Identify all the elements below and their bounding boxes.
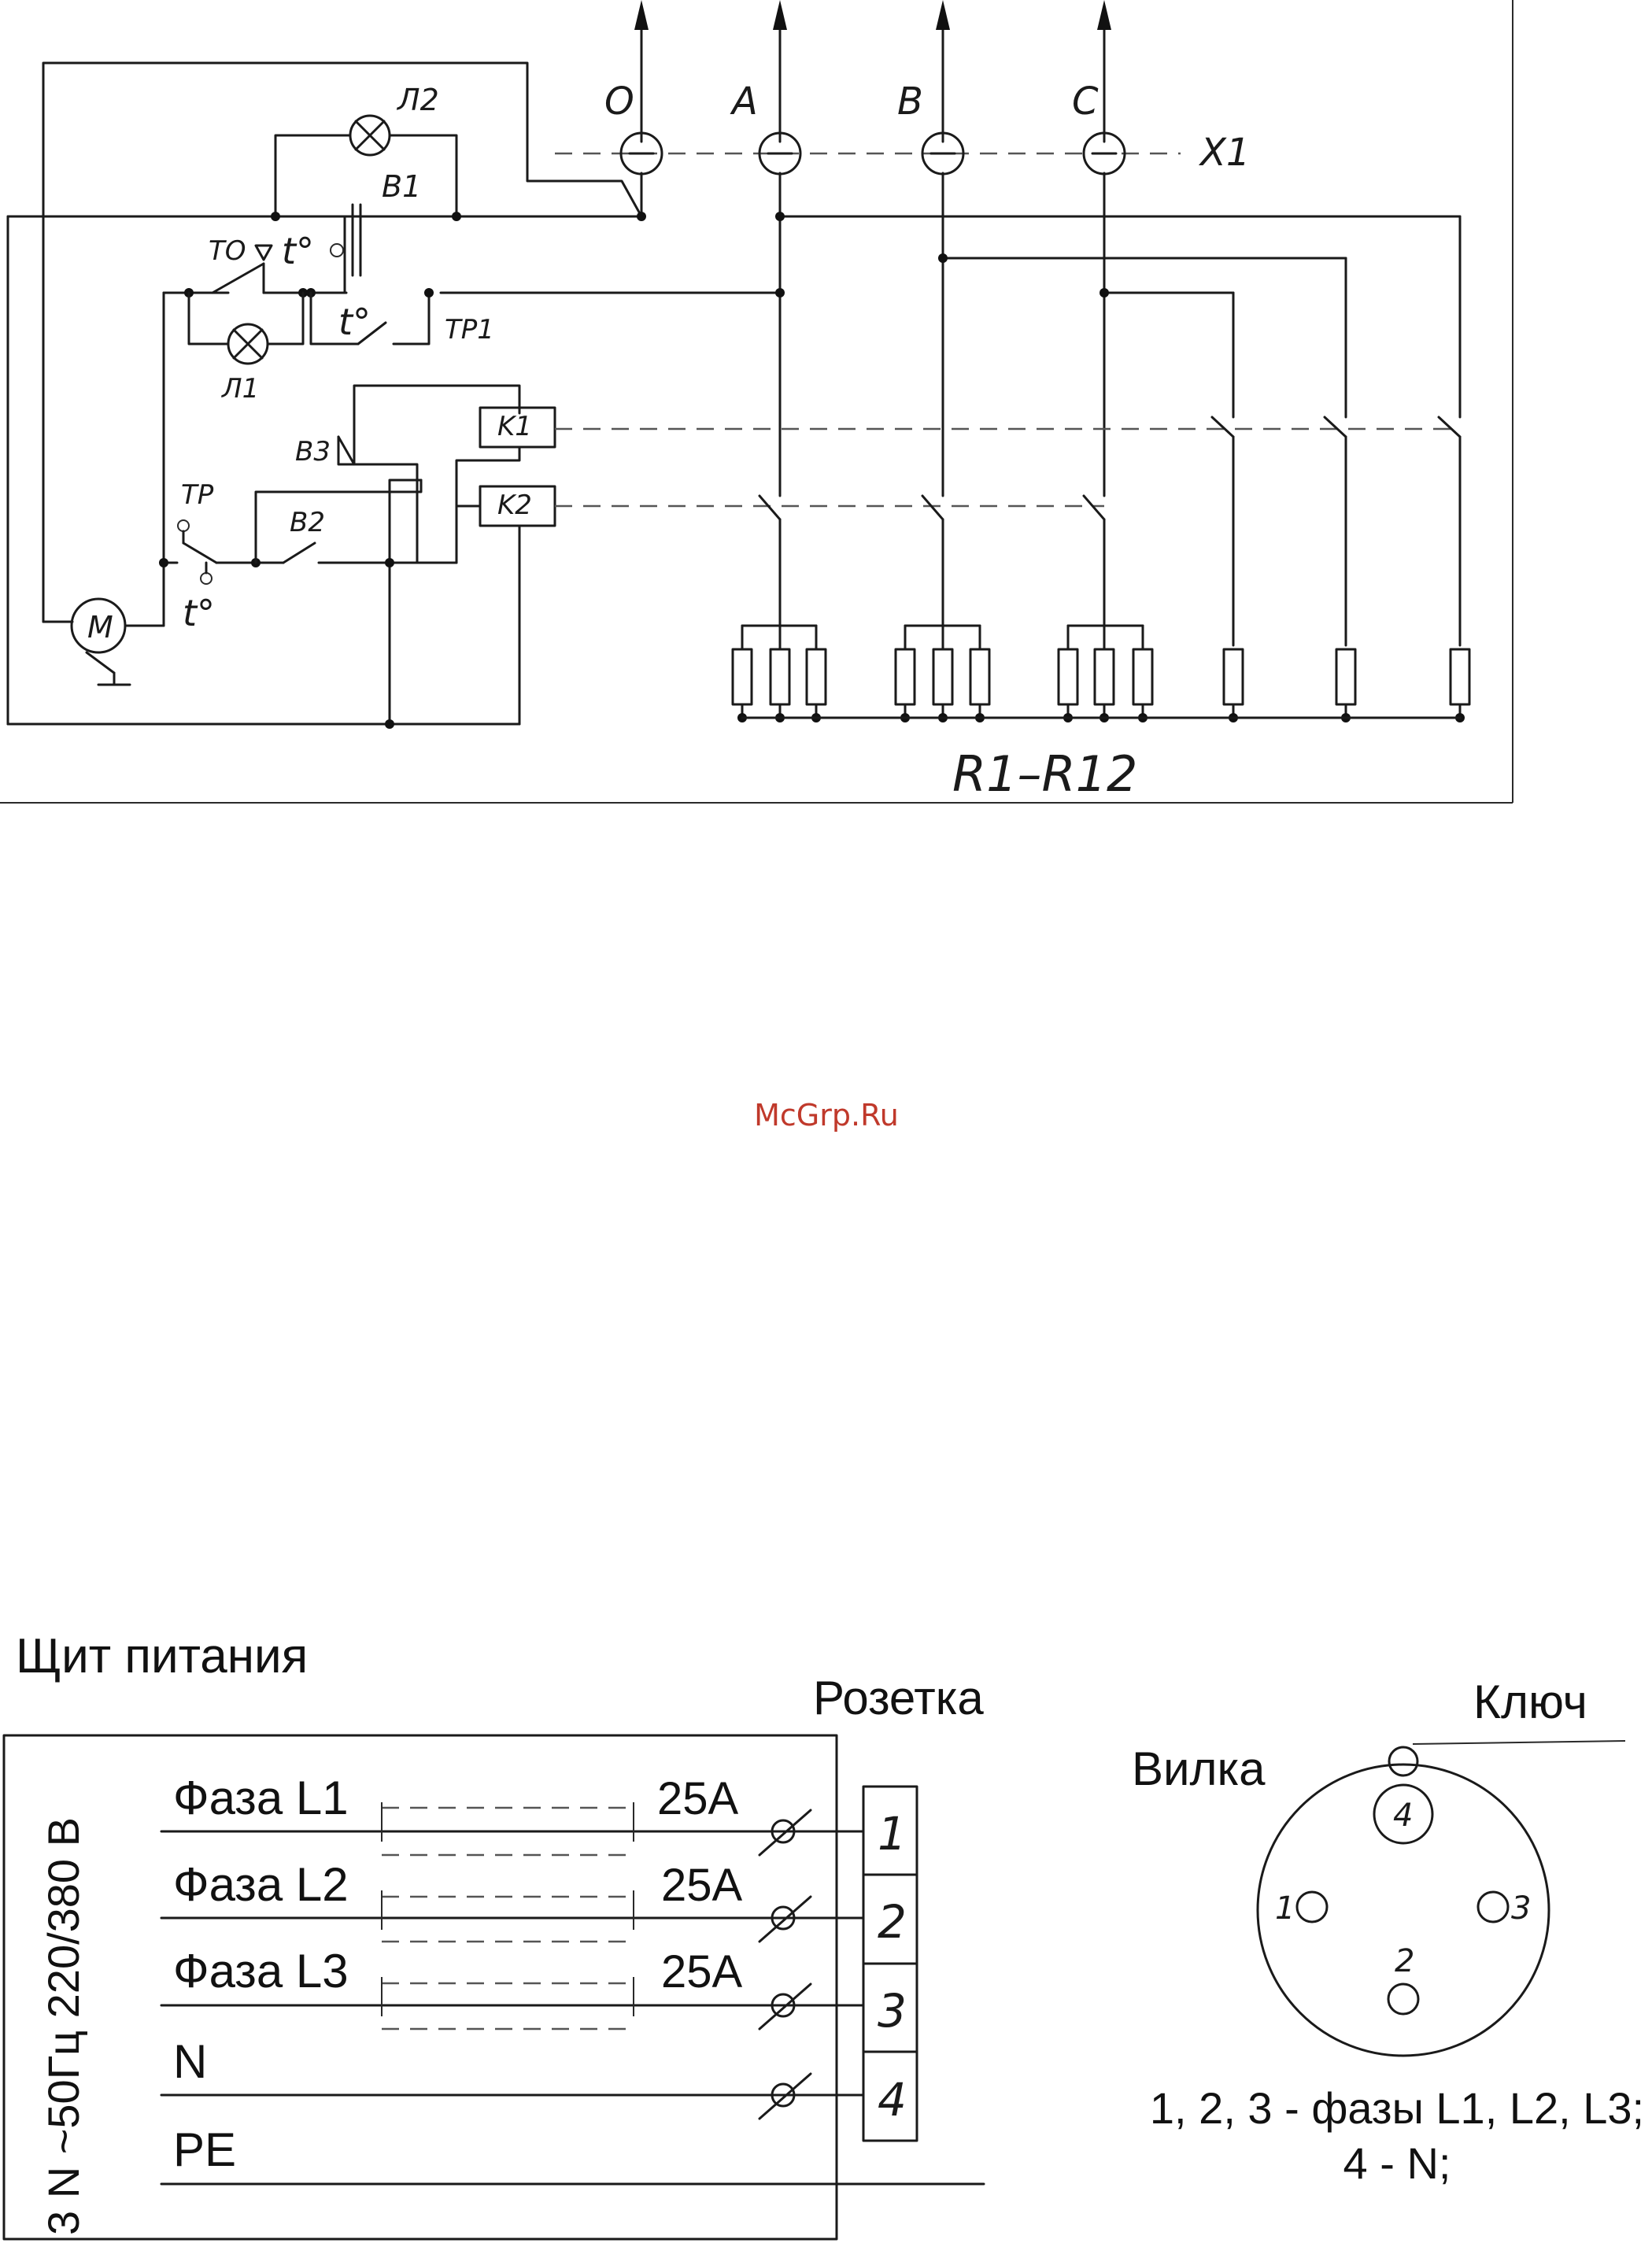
plug-key-leader [1413,1741,1625,1744]
heater-resistor-4 [896,649,915,704]
plug-title: Вилка [1132,1742,1266,1795]
plug-legend-line1: 1, 2, 3 - фазы L1, L2, L3; [1150,2083,1644,2133]
plug-pin-3 [1478,1892,1508,1922]
heater-resistor-3 [807,649,826,704]
socket-pin-3: 3 [878,1984,907,2038]
plug-pin-2 [1388,1984,1418,2014]
supply-wiring-diagram: Щит питания Розетка 3 N ~50Гц 220/380 В … [4,1629,984,2239]
electrical-schematic: X1 O A B C [0,0,1513,803]
heater-resistor-2 [771,649,789,704]
plug-key-label: Ключ [1473,1676,1587,1728]
socket-title: Розетка [813,1672,984,1724]
terminal-a-label: A [730,79,758,124]
heater-resistor-9 [1133,649,1152,704]
thermostat-to-label: TO [209,235,246,267]
line-l2-label: Фаза L2 [173,1858,349,1911]
plug-diagram: Вилка Ключ 4 1 3 2 1, 2, 3 - фазы L1, L2… [1132,1676,1644,2188]
switch-b3 [338,386,519,563]
supply-voltage-label: 3 N ~50Гц 220/380 В [39,1817,88,2235]
heater-resistor-10 [1224,649,1243,704]
line-l3-label: Фаза L3 [173,1945,349,1997]
lamp-l2 [275,116,456,216]
heater-resistor-1 [733,649,752,704]
lamp-l2-label: Л2 [396,83,439,117]
socket-pin-4: 4 [878,2073,907,2127]
plug-pin-4-label: 4 [1393,1798,1413,1834]
thermostat-tp [164,520,283,584]
socket-pin-2: 2 [878,1895,907,1949]
heater-resistor-6 [970,649,989,704]
lamp-l1 [189,293,303,364]
thermostat-tp1-temp: t° [338,301,371,343]
line-pe-label: PE [173,2123,236,2176]
heater-resistor-12 [1451,649,1469,704]
switch-b1 [331,205,360,293]
plug-pin-1-label: 1 [1275,1890,1295,1927]
terminal-c-label: C [1072,79,1099,124]
switch-b2 [256,480,456,563]
switch-b2-label: B2 [290,507,325,538]
thermostat-tp-temp: t° [183,592,215,634]
lamp-l1-label: Л1 [220,373,259,405]
plug-pin-3-label: 3 [1511,1890,1531,1927]
heater-bank [733,622,1469,722]
motor-label: M [87,610,113,645]
line-n-label: N [173,2035,207,2088]
line-l2-fuse: 25A [661,1860,743,1911]
terminal-o-label: O [604,79,634,124]
line-n [161,2074,863,2119]
thermostat-tp1-label: TP1 [445,314,494,346]
x1-label: X1 [1198,131,1250,175]
heaters-label: R1–R12 [952,745,1138,803]
contactor-k1-label: K1 [497,411,532,442]
heater-resistor-7 [1059,649,1077,704]
plug-pin-2-label: 2 [1395,1943,1414,1979]
heater-resistor-8 [1095,649,1114,704]
switch-b1-label: B1 [382,169,421,204]
plug-key [1389,1747,1417,1776]
watermark: McGrp.Ru [754,1098,899,1133]
thermostat-to-temp: t° [282,230,314,272]
contactor-k1 [456,408,1460,645]
plug-pin-1 [1297,1892,1327,1922]
heater-resistor-11 [1336,649,1355,704]
plug-legend-line2: 4 - N; [1343,2138,1451,2188]
heater-resistor-5 [933,649,952,704]
terminal-b-label: B [897,79,923,124]
thermostat-tp-label: TP [181,479,214,511]
terminal-arrows [634,0,1111,142]
line-l1-label: Фаза L1 [173,1772,349,1824]
panel-title: Щит питания [16,1629,308,1683]
contactor-k2-label: K2 [497,490,532,521]
switch-b3-label: B3 [295,436,331,467]
line-l3-fuse: 25A [661,1946,743,1997]
phase-wiring [441,173,1460,496]
line-l1-fuse: 25A [657,1773,739,1824]
socket-pin-1: 1 [878,1807,907,1861]
